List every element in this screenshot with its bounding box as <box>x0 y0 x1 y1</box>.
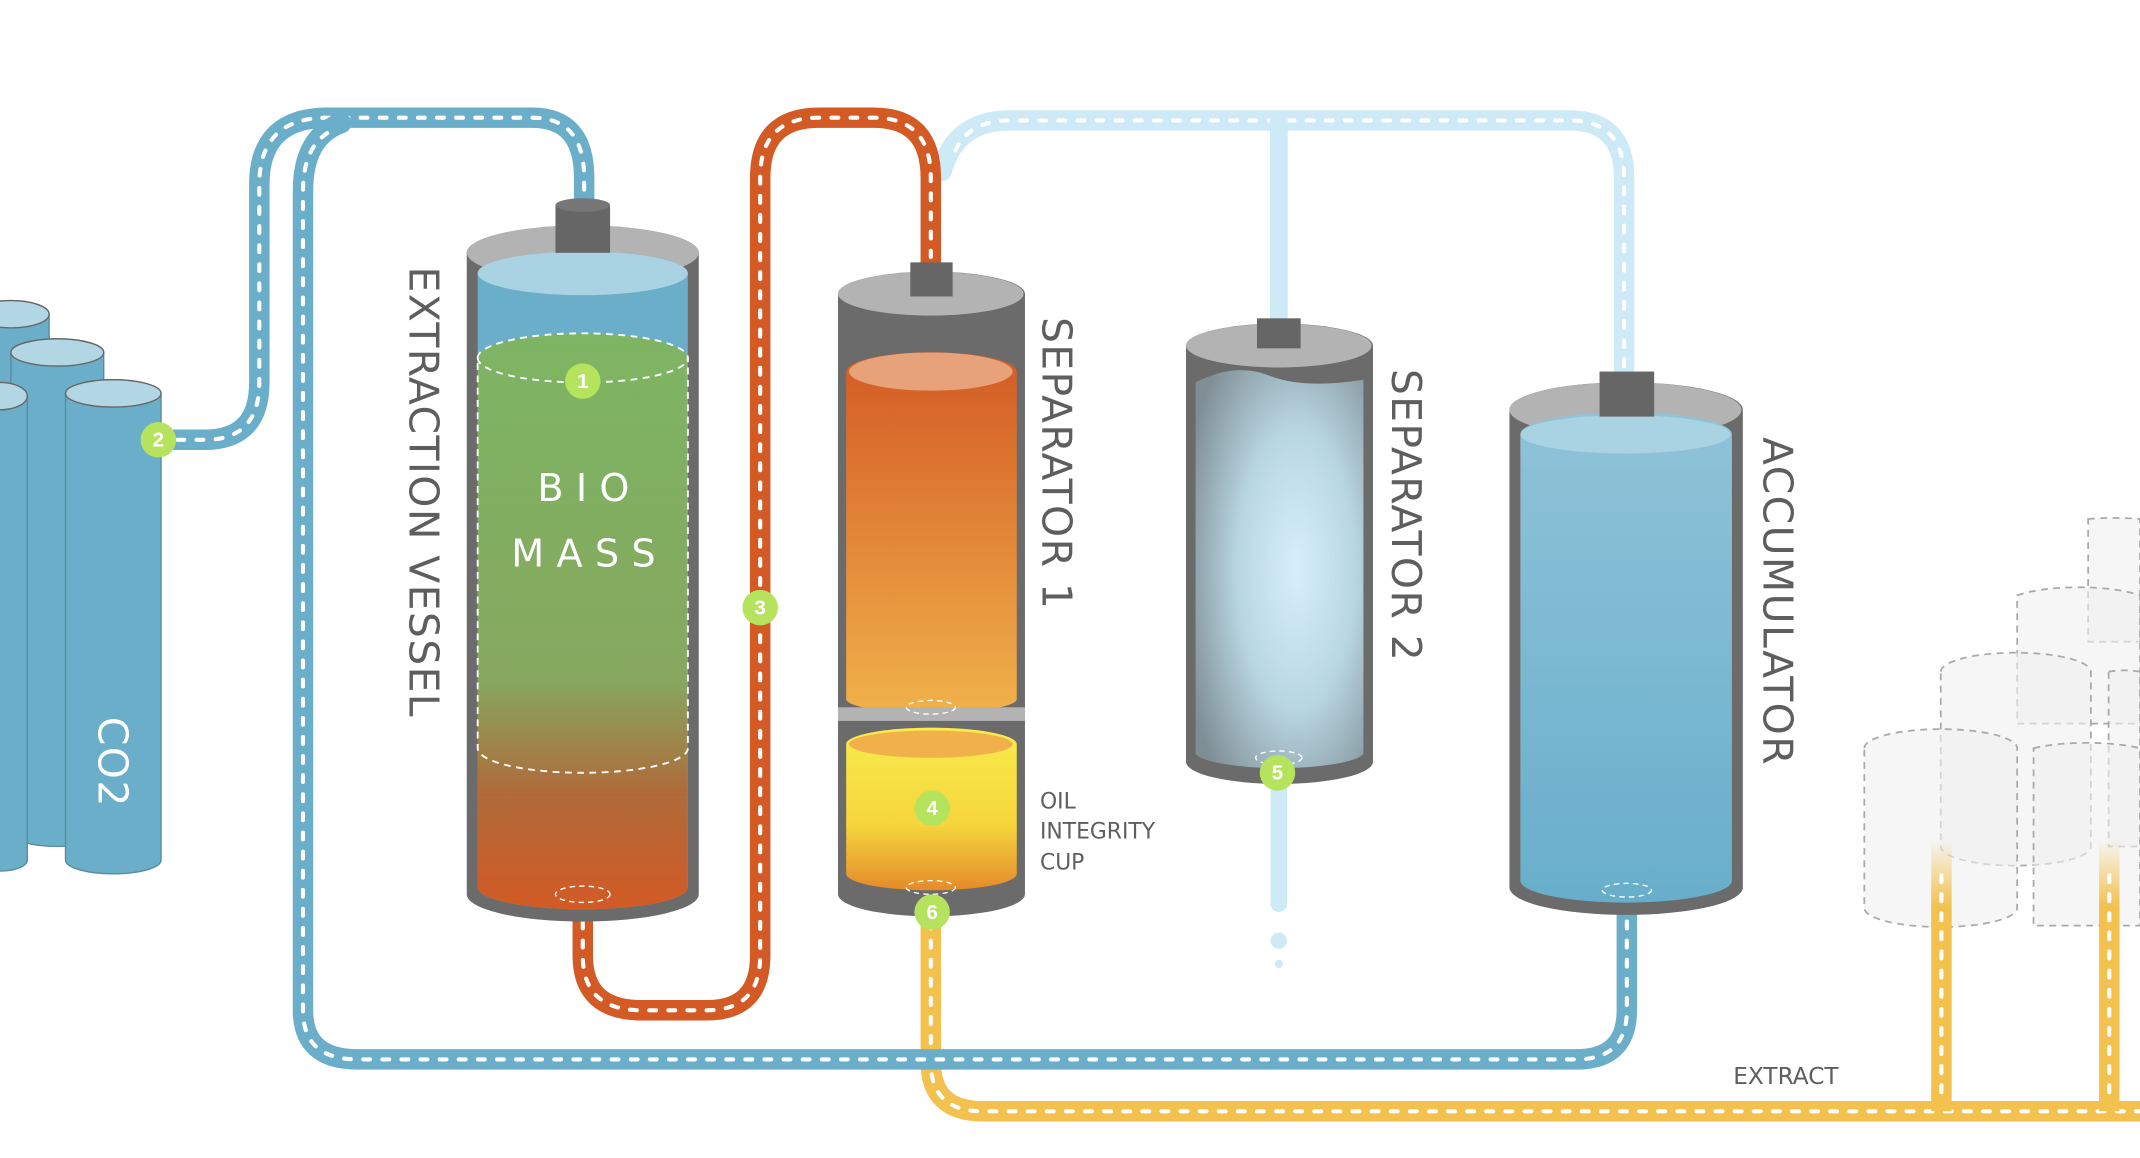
oil-cup-label-line1: OIL <box>1040 789 1077 814</box>
svg-text:1: 1 <box>577 370 588 393</box>
extract-label: EXTRACT <box>1733 1063 1839 1090</box>
step-badge-4: 4 <box>914 790 950 827</box>
step-badge-2: 2 <box>140 422 177 458</box>
solution-pipe <box>572 107 942 1021</box>
step-badge-6: 6 <box>914 894 950 930</box>
svg-text:6: 6 <box>926 901 937 924</box>
separator-1-label: SEPARATOR 1 <box>1033 317 1081 610</box>
biomass-label-line1: BIO <box>537 467 641 511</box>
accumulator-label: ACCUMULATOR <box>1753 437 1801 766</box>
svg-text:2: 2 <box>153 429 164 452</box>
gas-recycle-pipe <box>931 110 1635 968</box>
svg-text:3: 3 <box>754 596 765 619</box>
oil-cup-label-line2: INTEGRITY <box>1040 819 1156 844</box>
extraction-vessel: BIO MASS <box>466 198 699 922</box>
oil-cup-label-line3: CUP <box>1040 851 1084 876</box>
co2-label: CO2 <box>88 717 136 808</box>
collection-vessels-ghost <box>1863 517 2140 928</box>
accumulator <box>1509 371 1743 915</box>
separator-1 <box>837 262 1025 917</box>
extraction-vessel-label: EXTRACTION VESSEL <box>399 266 447 718</box>
biomass-label-line2: MASS <box>511 533 668 577</box>
svg-text:5: 5 <box>1272 762 1283 785</box>
co2-pipe <box>150 107 1638 1070</box>
step-badge-1: 1 <box>565 363 601 399</box>
step-badge-5: 5 <box>1259 755 1296 791</box>
separator-2-label: SEPARATOR 2 <box>1382 369 1430 662</box>
separator-2 <box>1186 318 1373 784</box>
co2-tanks: CO2 <box>0 299 162 875</box>
svg-text:4: 4 <box>926 797 938 820</box>
step-badge-3: 3 <box>742 589 778 626</box>
